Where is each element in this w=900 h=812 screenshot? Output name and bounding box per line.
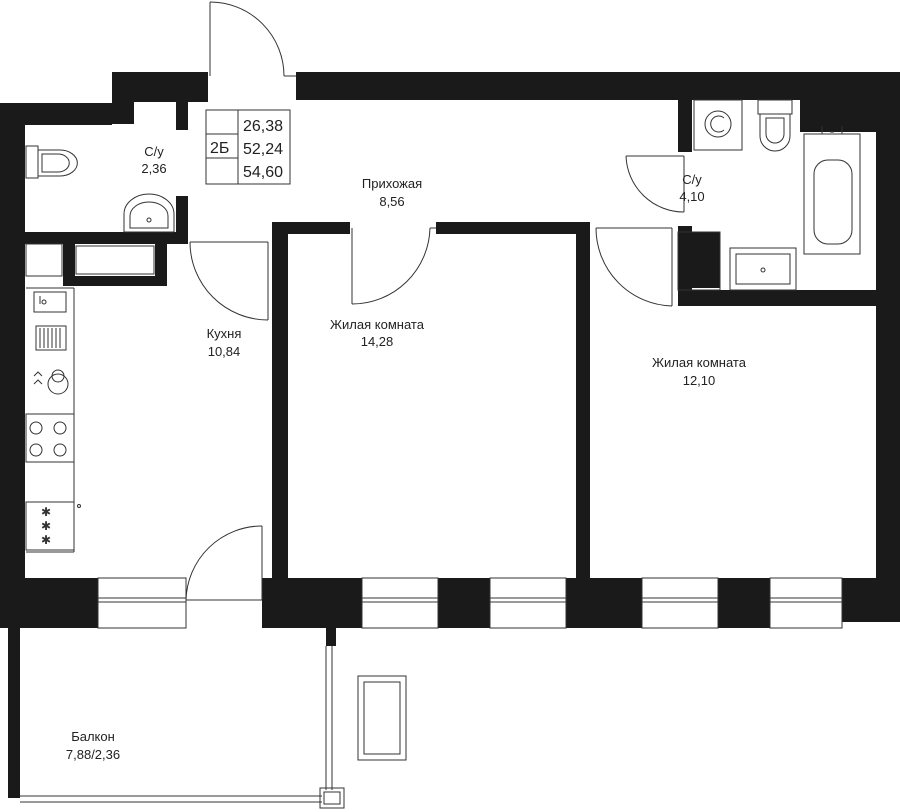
window-living2-a xyxy=(641,577,719,629)
wall-inner-lines xyxy=(25,231,721,291)
sink-left-icon xyxy=(123,193,175,233)
hall-area: 8,56 xyxy=(379,194,404,209)
bathtub-icon xyxy=(803,126,861,255)
kitchen-door xyxy=(189,241,269,321)
toilet-right-icon xyxy=(757,99,793,152)
windows xyxy=(97,72,843,629)
living2-name: Жилая комната xyxy=(652,355,747,370)
entrance-door xyxy=(209,1,296,77)
bath-right-door xyxy=(625,155,685,213)
window-top-hall xyxy=(208,72,296,102)
window-living2-b xyxy=(769,577,843,629)
doors xyxy=(185,1,685,601)
sink-right-icon xyxy=(729,247,797,291)
bath-left-area: 2,36 xyxy=(141,161,166,176)
stove-icon xyxy=(25,413,75,463)
svg-text:✱: ✱ xyxy=(41,533,51,547)
area-table: 2Б 26,38 52,24 54,60 xyxy=(205,109,291,185)
area-living: 26,38 xyxy=(243,118,283,135)
walls xyxy=(0,72,900,798)
window-living1-b xyxy=(489,577,567,629)
area-total-no-balcony: 52,24 xyxy=(243,141,283,158)
bath-right-name: С/у xyxy=(682,172,702,187)
balcony xyxy=(20,646,407,809)
dishwasher-icon xyxy=(33,369,69,395)
kitchen-area: 10,84 xyxy=(208,344,241,359)
hall-name: Прихожая xyxy=(362,176,422,191)
window-kitchen xyxy=(97,577,187,629)
living1-name: Жилая комната xyxy=(330,317,425,332)
fixtures: ✱ ✱ ✱ xyxy=(25,99,861,553)
svg-text:✱: ✱ xyxy=(41,519,51,533)
area-total: 54,60 xyxy=(243,164,283,181)
bath-right-area: 4,10 xyxy=(679,189,704,204)
dish-drainer-icon xyxy=(35,325,67,351)
svg-text:✱: ✱ xyxy=(41,505,51,519)
living1-area: 14,28 xyxy=(361,334,394,349)
living2-area: 12,10 xyxy=(683,373,716,388)
apartment-type: 2Б xyxy=(210,140,229,157)
washing-machine-icon xyxy=(693,99,743,151)
room-labels: С/у 2,36 Прихожая 8,56 С/у 4,10 Кухня 10… xyxy=(66,144,747,762)
balcony-bench xyxy=(357,675,407,761)
kitchen-name: Кухня xyxy=(207,326,242,341)
living2-door xyxy=(595,227,673,307)
window-living1-a xyxy=(361,577,439,629)
balcony-door xyxy=(185,525,263,601)
bath-left-name: С/у xyxy=(144,144,164,159)
balcony-name: Балкон xyxy=(71,729,115,744)
fridge-icon: ✱ ✱ ✱ xyxy=(25,501,81,551)
living1-door xyxy=(351,227,436,305)
balcony-area: 7,88/2,36 xyxy=(66,747,120,762)
toilet-left-icon xyxy=(25,145,78,179)
kitchen-sink-icon xyxy=(33,291,67,313)
